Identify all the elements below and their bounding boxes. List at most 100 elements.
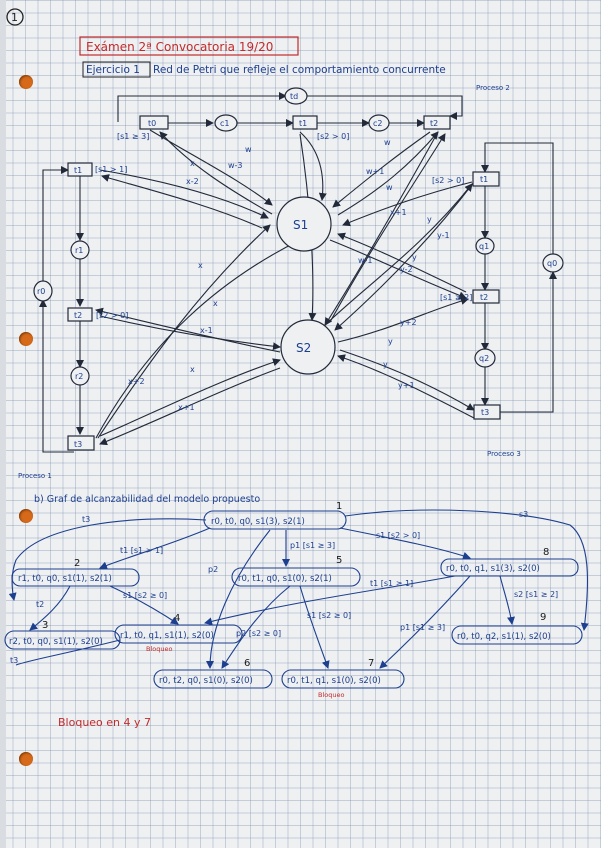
edge-label: s1 [s2 > 0] bbox=[376, 531, 420, 540]
transition-q-t1 bbox=[472, 171, 500, 187]
node-3-label: r2, t0, q0, s1(1), s2(0) bbox=[9, 637, 103, 647]
transition-r-t2 bbox=[67, 307, 93, 322]
transition-p-t0 bbox=[139, 115, 169, 130]
node-6-label: r0, t2, q0, s1(0), s2(0) bbox=[159, 676, 253, 686]
arc-label: x bbox=[198, 261, 203, 270]
place-q-q2 bbox=[474, 348, 496, 368]
guard-label: [s2 > 0] bbox=[96, 311, 128, 320]
arc-label: w-3 bbox=[228, 161, 243, 170]
title-box bbox=[79, 36, 299, 56]
arc-label: x bbox=[190, 365, 195, 374]
arc-label: w-1 bbox=[358, 256, 373, 265]
node-7-label: r0, t1, q1, s1(0), s2(0) bbox=[287, 676, 381, 686]
transition-label: t1 bbox=[299, 119, 307, 128]
process-2-label: Proceso 2 bbox=[476, 84, 510, 92]
node-5-outline bbox=[231, 567, 361, 587]
arc-label: w bbox=[386, 183, 393, 192]
binder-hole bbox=[19, 75, 33, 89]
guard-label: [s1 ≥ 3] bbox=[117, 132, 149, 141]
place-label: c2 bbox=[373, 119, 383, 128]
place-p-c2 bbox=[368, 114, 390, 132]
node-7-outline bbox=[281, 669, 405, 689]
node-number: 8 bbox=[543, 547, 549, 558]
transition-label: t0 bbox=[148, 119, 156, 128]
node-9-outline bbox=[451, 625, 583, 645]
page-number: 1 bbox=[11, 11, 18, 24]
transition-label: t2 bbox=[480, 293, 488, 302]
binder-hole bbox=[19, 332, 33, 346]
transition-p-t1 bbox=[292, 115, 318, 130]
node-number: 5 bbox=[336, 555, 342, 566]
edge-label: t2 bbox=[36, 600, 44, 609]
transition-q-t3 bbox=[473, 404, 501, 420]
place-label-s1: S1 bbox=[293, 218, 308, 232]
binder-hole bbox=[19, 509, 33, 523]
place-r-r2 bbox=[70, 366, 90, 386]
arc-label: w+1 bbox=[366, 167, 384, 176]
place-label: c1 bbox=[220, 119, 230, 128]
transition-label: t3 bbox=[481, 408, 489, 417]
transition-r-t3 bbox=[67, 435, 95, 451]
node-number: 6 bbox=[244, 658, 250, 669]
transition-q-t2 bbox=[472, 289, 500, 304]
arc-label: y+2 bbox=[400, 318, 417, 327]
place-p-td bbox=[284, 87, 308, 105]
arc-label: y bbox=[388, 337, 393, 346]
node-4-label: r1, t0, q1, s1(1), s2(0) bbox=[120, 631, 214, 641]
arc-label: y-2 bbox=[400, 265, 413, 274]
node-2-label: r1, t0, q0, s1(1), s2(1) bbox=[18, 574, 112, 584]
reachability-heading: b) Graf de alcanzabilidad del modelo pro… bbox=[34, 494, 260, 505]
edge-label: p2 [s2 ≥ 0] bbox=[236, 629, 281, 638]
arc-label: x bbox=[213, 299, 218, 308]
edge-label: t1 [s1 ≥ 1] bbox=[370, 579, 413, 588]
exercise-label: Ejercicio 1 bbox=[86, 64, 140, 76]
guard-label: [s2 > 0] bbox=[317, 132, 349, 141]
bloqueo-note-7: Bloqueo bbox=[318, 691, 344, 699]
place-label: td bbox=[290, 92, 298, 101]
node-8-outline bbox=[440, 558, 579, 577]
edge-label: s2 [s1 ≥ 2] bbox=[514, 590, 558, 599]
transition-label: t2 bbox=[430, 119, 438, 128]
node-number: 9 bbox=[540, 612, 546, 623]
binder-hole bbox=[19, 752, 33, 766]
arc-label: x+1 bbox=[178, 403, 195, 412]
arc-label: y bbox=[427, 215, 432, 224]
edge-label: p1 [s1 ≥ 3] bbox=[400, 623, 445, 632]
edge-label: s1 [s2 ≥ 0] bbox=[307, 611, 351, 620]
node-number: 3 bbox=[42, 620, 48, 631]
place-label: q0 bbox=[547, 259, 557, 268]
edge-label: p2 bbox=[208, 565, 218, 574]
place-label: r1 bbox=[75, 246, 83, 255]
place-q-q0 bbox=[542, 253, 564, 273]
process-1-label: Proceso 1 bbox=[18, 472, 52, 480]
conclusion-text: Bloqueo en 4 y 7 bbox=[58, 716, 151, 729]
place-label: r0 bbox=[37, 287, 45, 296]
edge-label: t3 bbox=[82, 515, 90, 524]
arc-label: y bbox=[412, 253, 417, 262]
node-number: 4 bbox=[174, 613, 180, 624]
arc-label: x-2 bbox=[186, 177, 199, 186]
node-number: 7 bbox=[368, 658, 374, 669]
place-p-c1 bbox=[214, 114, 238, 132]
node-6-outline bbox=[153, 669, 273, 689]
arc-label: w bbox=[384, 138, 391, 147]
place-q-q1 bbox=[475, 237, 495, 255]
place-s2 bbox=[280, 319, 336, 375]
page-number-circle bbox=[6, 8, 24, 26]
edge-label: t1 [s1 > 1] bbox=[120, 546, 163, 555]
arc-label: x+1 bbox=[390, 208, 407, 217]
edge-label: s1 [s2 ≥ 0] bbox=[123, 591, 167, 600]
arc-label: y bbox=[383, 360, 388, 369]
transition-label: t1 bbox=[480, 175, 488, 184]
place-r-r1 bbox=[70, 240, 90, 260]
guard-label: [s1 > 1] bbox=[95, 165, 127, 174]
node-1-label: r0, t0, q0, s1(3), s2(1) bbox=[211, 517, 305, 527]
node-number: 1 bbox=[336, 501, 342, 512]
place-label: q1 bbox=[479, 242, 489, 251]
arc-label: y-1 bbox=[437, 231, 450, 240]
arc-label: w bbox=[245, 145, 252, 154]
process-3-label: Proceso 3 bbox=[487, 450, 521, 458]
transition-p-t2 bbox=[423, 115, 451, 130]
